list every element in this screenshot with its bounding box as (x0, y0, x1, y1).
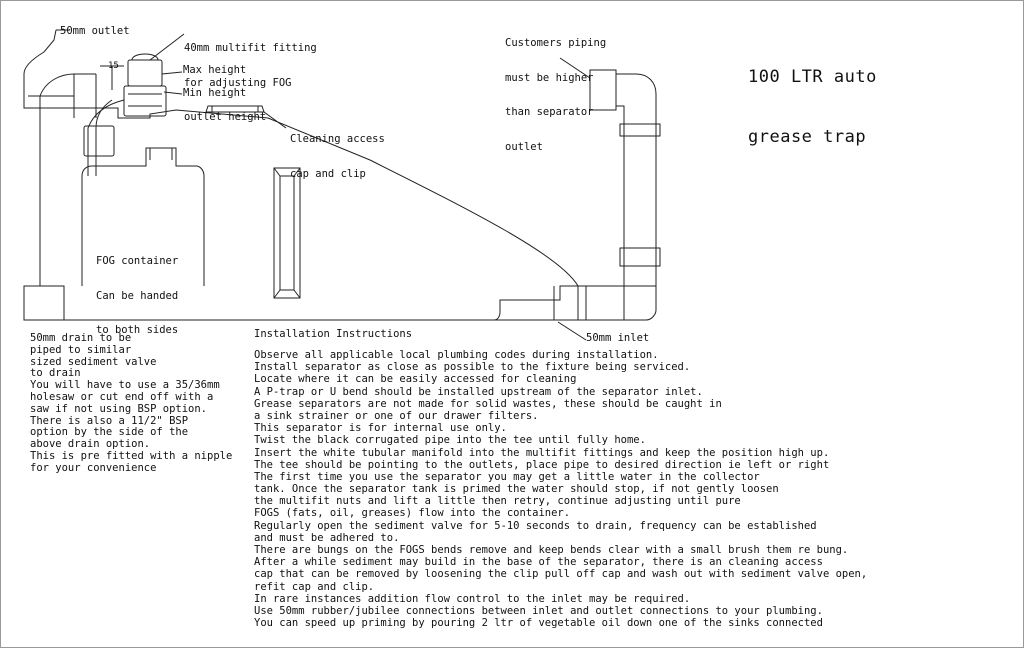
title-line-1: 100 LTR auto (748, 67, 877, 87)
fog-line-3: to both sides (96, 324, 179, 336)
instruction-line: Locate where it can be easily accessed f… (254, 373, 577, 386)
customers-line-3: than separator (505, 106, 594, 118)
drain-notes: 50mm drain to be piped to similar sized … (30, 332, 233, 475)
instructions-heading: Installation Instructions (254, 328, 413, 340)
leader-lines (56, 29, 591, 341)
cleaning-line-1: Cleaning access (290, 133, 385, 145)
instruction-line: cap that can be removed by loosening the… (254, 568, 868, 581)
title-line-2: grease trap (748, 127, 867, 147)
customers-line-4: outlet (505, 140, 543, 153)
note-line: above drain option. (30, 438, 151, 451)
instruction-line: Twist the black corrugated pipe into the… (254, 434, 646, 447)
instruction-line: refit cap and clip. (254, 580, 375, 593)
instruction-line: Install separator as close as possible t… (254, 361, 691, 374)
label-max-height: Max height (183, 64, 247, 76)
note-line: to drain (30, 367, 81, 380)
instruction-line: Use 50mm rubber/jubilee connections betw… (254, 604, 823, 617)
multifit-fitting (83, 53, 167, 176)
instruction-line: Regularly open the sediment valve for 5-… (254, 519, 817, 532)
cleaning-access-cap (205, 105, 265, 113)
cleaning-line-2: cap and clip (290, 167, 366, 180)
customers-line-1: Customers piping (505, 37, 607, 49)
instruction-line: a sink strainer or one of our drawer fil… (254, 409, 539, 422)
fog-line-2: Can be handed (96, 289, 179, 302)
note-line: This is pre fitted with a nipple (30, 449, 233, 462)
customer-piping (578, 69, 661, 321)
label-50mm-inlet: 50mm inlet (586, 332, 650, 344)
note-line: There is also a 11/2" BSP (30, 414, 189, 427)
instruction-line: A P-trap or U bend should be installed u… (254, 385, 703, 398)
tank-body (23, 107, 579, 321)
label-customers-piping: Customers piping must be higher than sep… (505, 15, 606, 165)
customers-line-2: must be higher (505, 71, 594, 84)
note-line: option by the side of the (30, 426, 189, 439)
note-line: saw if not using BSP option. (30, 402, 208, 415)
note-line: 50mm drain to be (30, 332, 132, 344)
dimension-15: 15 (108, 61, 119, 71)
instructions-list: Observe all applicable local plumbing co… (254, 349, 867, 629)
label-fog-container: FOG container Can be handed to both side… (96, 233, 178, 348)
sight-window (273, 167, 301, 299)
note-line: holesaw or cut end off with a (30, 390, 214, 403)
outlet-pipe (23, 29, 97, 118)
instruction-line: and must be adhered to. (254, 531, 400, 544)
instruction-line: Observe all applicable local plumbing co… (254, 349, 659, 361)
instruction-line: You can speed up priming by pouring 2 lt… (254, 617, 823, 630)
instruction-line: The first time you use the separator you… (254, 470, 760, 483)
instruction-line: FOGS (fats, oil, greases) flow into the … (254, 507, 571, 520)
multifit-line-1: 40mm multifit fitting (184, 42, 317, 54)
note-line: You will have to use a 35/36mm (30, 379, 220, 392)
instruction-line: After a while sediment may build in the … (254, 556, 823, 569)
instruction-line: Insert the white tubular manifold into t… (254, 446, 830, 459)
fog-container (81, 147, 205, 286)
instruction-line: tank. Once the separator tank is primed … (254, 483, 779, 496)
multifit-line-3: outlet height (184, 111, 267, 123)
drawing-title: 100 LTR auto grease trap (748, 27, 877, 167)
instruction-line: There are bungs on the FOGS bends remove… (254, 544, 849, 556)
note-line: sized sediment valve (30, 355, 157, 368)
label-min-height: Min height (183, 87, 247, 99)
multifit-line-2: for adjusting FOG (184, 76, 292, 89)
instruction-line: The tee should be pointing to the outlet… (254, 458, 830, 471)
instruction-line: In rare instances addition flow control … (254, 592, 691, 605)
instruction-line: the multifit nuts and lift a little then… (254, 495, 741, 508)
label-50mm-outlet: 50mm outlet (60, 25, 130, 37)
note-line: piped to similar (30, 343, 132, 356)
instruction-line: This separator is for internal use only. (254, 422, 507, 435)
label-multifit: 40mm multifit fitting for adjusting FOG … (184, 20, 317, 135)
label-cleaning-access: Cleaning access cap and clip (290, 111, 385, 192)
note-line: for your convenience (30, 461, 157, 474)
instruction-line: Grease separators are not made for solid… (254, 397, 722, 410)
fog-line-1: FOG container (96, 255, 179, 267)
